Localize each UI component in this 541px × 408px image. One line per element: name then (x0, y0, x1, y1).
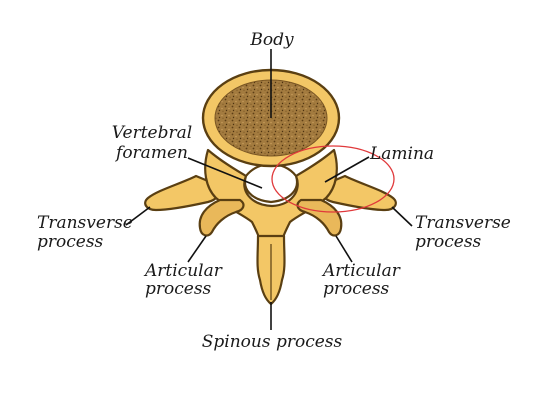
label-articular-right-1: Articular (321, 261, 401, 281)
leader-transverse-right (391, 206, 413, 227)
articular-process-left-shape (198, 198, 245, 237)
leader-articular-left (187, 235, 207, 263)
label-transverse-right-1: Transverse (415, 213, 511, 233)
leader-transverse-left (125, 206, 151, 226)
leader-articular-right (335, 235, 353, 263)
label-spinous-process: Spinous process (202, 332, 343, 352)
label-transverse-left-2: process (37, 232, 104, 252)
label-articular-left-1: Articular (143, 261, 223, 281)
label-vertebral-foramen-1: Vertebral (112, 123, 192, 143)
leader-lamina (324, 156, 370, 183)
vertebral-foramen-shape (243, 162, 299, 204)
leader-lines (125, 49, 413, 330)
label-vertebral-foramen-2: foramen (114, 143, 188, 163)
labels: Body Vertebral foramen Lamina Transverse… (37, 30, 511, 352)
lamina-arch-shape (204, 148, 338, 250)
label-body: Body (249, 30, 294, 50)
label-transverse-right-2: process (415, 232, 482, 252)
label-lamina: Lamina (369, 144, 434, 164)
label-articular-right-2: process (323, 279, 390, 299)
lamina-highlight-ellipse (271, 145, 395, 213)
leader-vertebral-foramen (187, 157, 263, 189)
label-articular-left-2: process (145, 279, 212, 299)
articular-process-right-shape (296, 198, 343, 237)
label-transverse-left-1: Transverse (37, 213, 133, 233)
